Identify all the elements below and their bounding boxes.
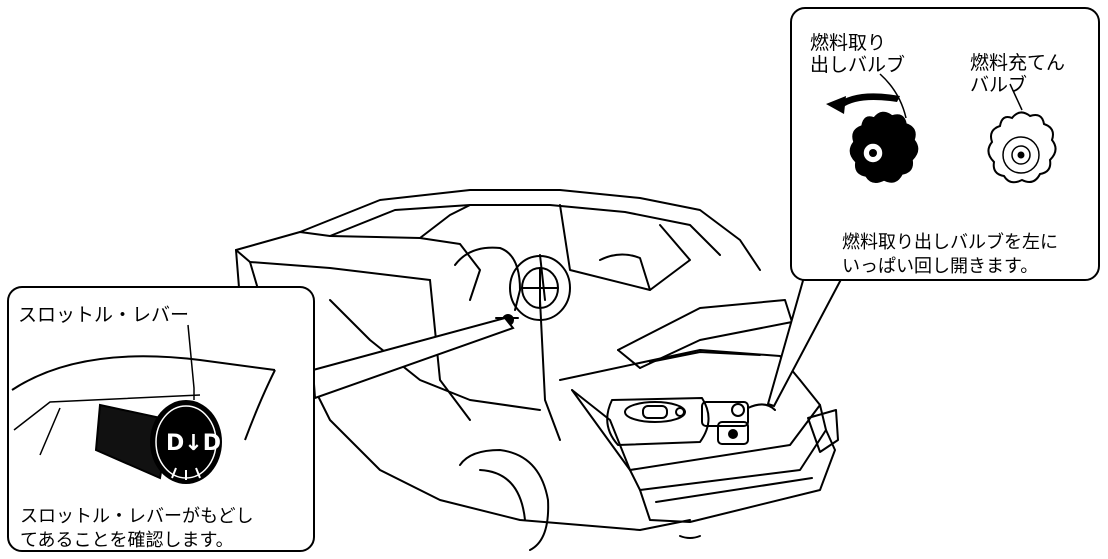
throttle-lever-label: スロットル・レバー <box>18 304 190 326</box>
fill-valve-label-line2: バルブ <box>970 74 1028 96</box>
throttle-caption-line2: てあることを確認します。 <box>20 530 234 551</box>
valve-caption-line1: 燃料取り出しバルブを左に <box>842 232 1058 253</box>
fill-valve-label-line1: 燃料充てん <box>970 52 1066 74</box>
valve-caption-line2: いっぱい回し開きます。 <box>842 256 1039 277</box>
outlet-valve-label-line1: 燃料取り <box>810 32 887 54</box>
svg-text:D↓D: D↓D <box>166 431 221 456</box>
outlet-valve-label-line2: 出しバルブ <box>810 54 906 76</box>
throttle-callout: D↓D <box>7 286 515 552</box>
fuel-outlet-valve-icon <box>849 111 919 183</box>
throttle-caption-line1: スロットル・レバーがもどし <box>20 506 254 527</box>
valve-callout <box>766 7 1100 408</box>
car-illustration <box>235 189 839 551</box>
